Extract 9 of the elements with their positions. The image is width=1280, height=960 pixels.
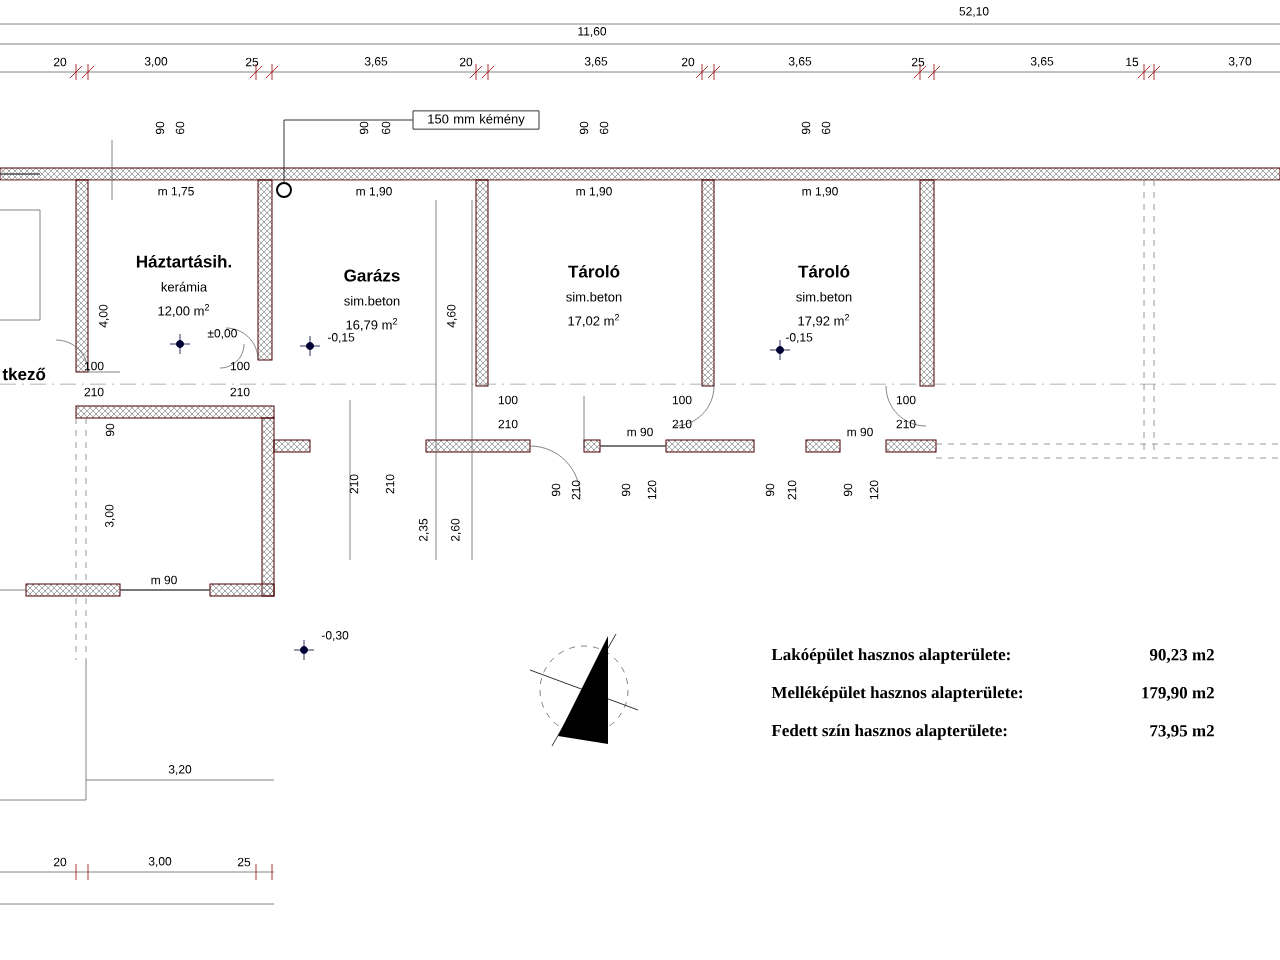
area-label: Fedett szín hasznos alapterülete:: [771, 724, 1007, 740]
area-value: 90,23 m2: [1149, 649, 1214, 663]
leader-line: [283, 119, 413, 183]
chimney-symbol: [276, 182, 292, 198]
room-label: tkező: [2, 367, 46, 381]
area-label: Melléképület hasznos alapterülete:: [771, 686, 1023, 702]
area-value: 73,95 m2: [1150, 725, 1214, 739]
area-value: 179,90 m2: [1142, 687, 1214, 701]
area-label: Lakóépület hasznos alapterülete:: [771, 648, 1010, 664]
